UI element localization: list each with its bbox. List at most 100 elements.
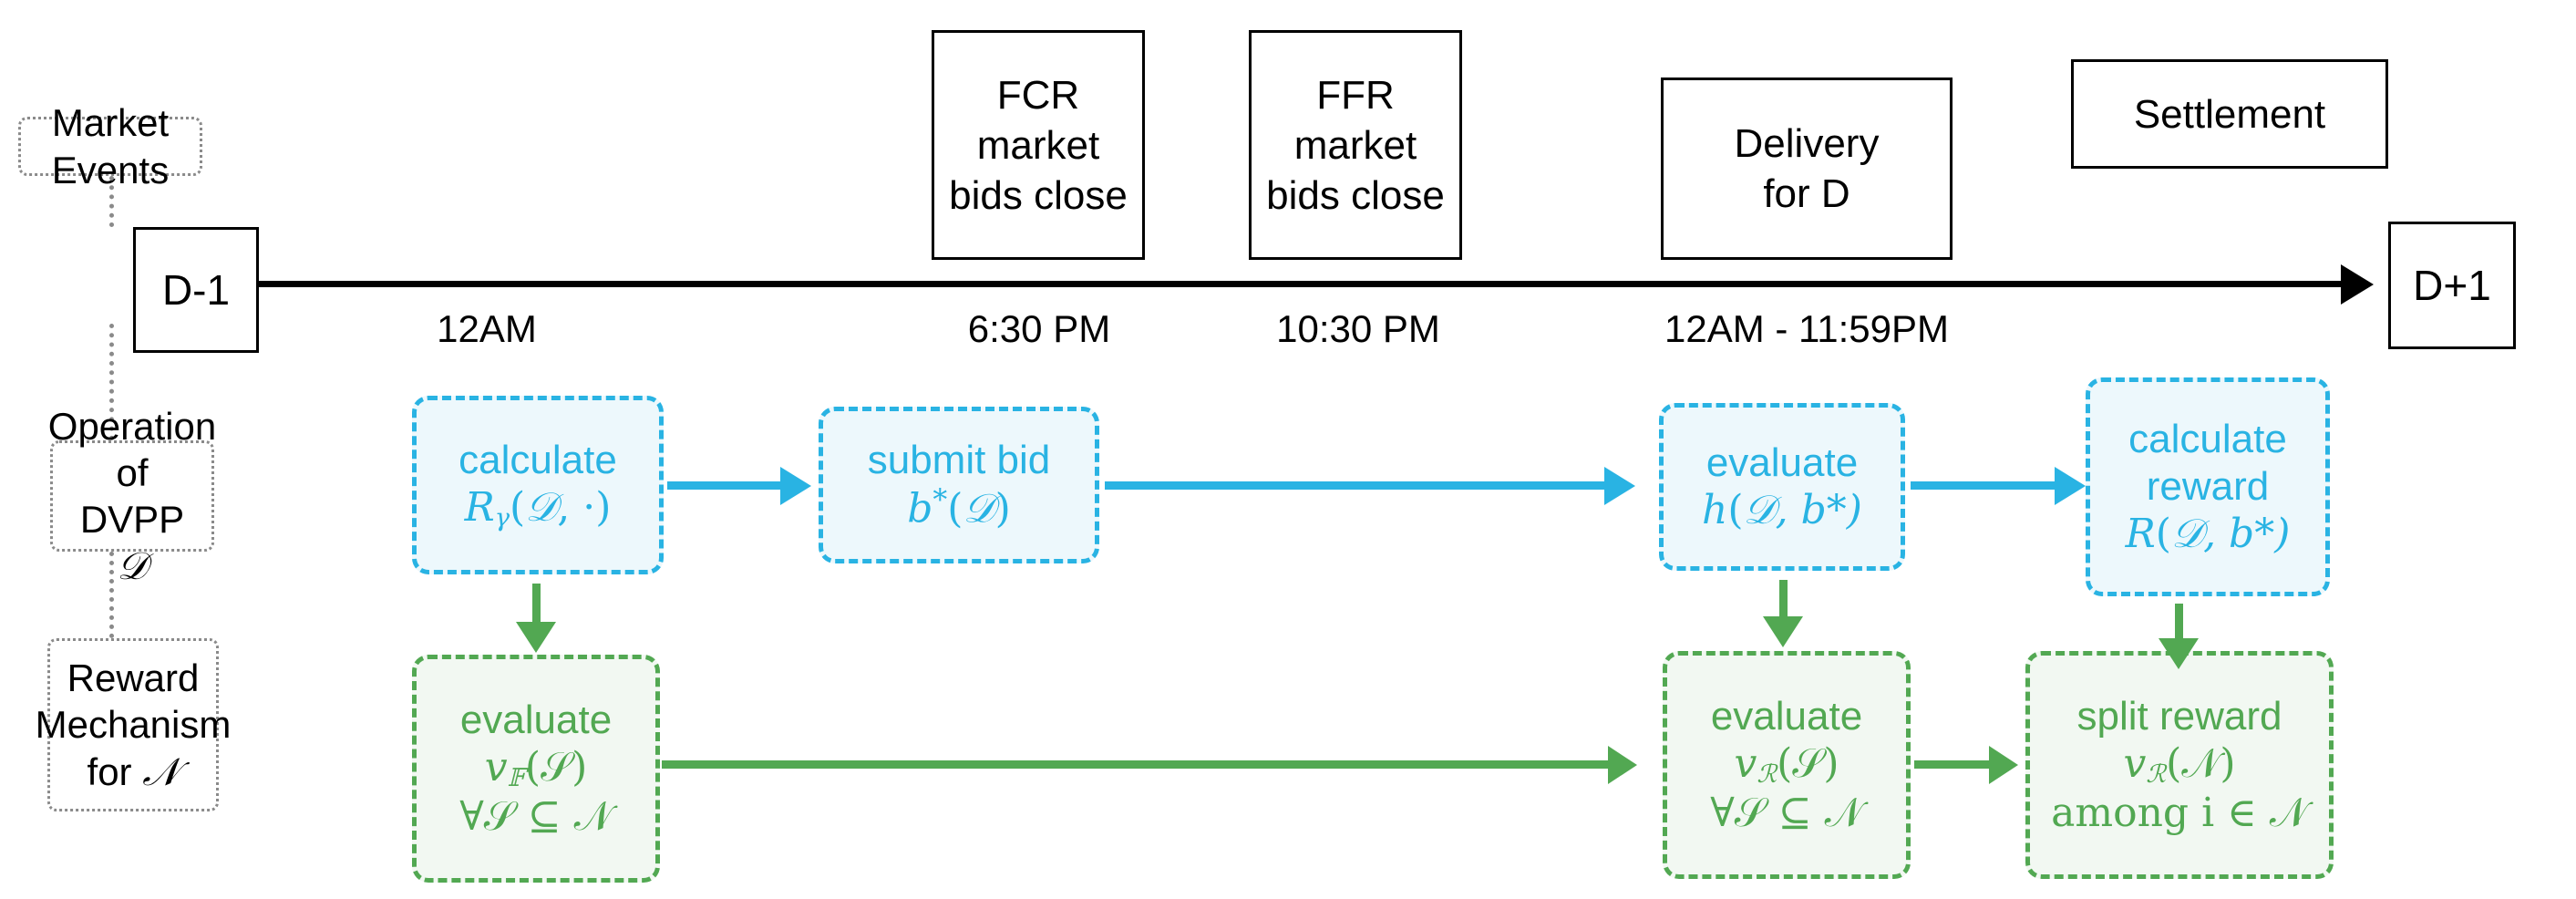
event-ffr-line2: market [1293, 122, 1417, 168]
node-submit-bid-label: submit bid [867, 438, 1051, 483]
event-ffr-line1: FFR [1316, 72, 1395, 118]
arrow-reward-to-split-reward [2175, 604, 2183, 640]
lane-label-reward-line2: Mechanism [35, 703, 232, 747]
node-split-reward-label: split reward [2076, 694, 2282, 739]
arrow-evaluate-to-reward [1911, 481, 2058, 490]
math-among: among i ∈ 𝒩 [2051, 790, 2308, 837]
node-calculate-reward-math: R(𝒟, b*) [2126, 511, 2291, 558]
math-paren-close: , ·) [557, 483, 612, 531]
dvpp-symbol: 𝒟 [117, 543, 148, 589]
node-evaluate-vF-math: v𝔽(𝒮) [485, 744, 588, 793]
event-box-settlement: Settlement [2071, 59, 2388, 169]
time-label-12am-text: 12AM [437, 307, 537, 350]
day-marker-start: D-1 [133, 227, 259, 353]
lane-label-operation-dvpp: Operation of DVPP 𝒟 [48, 405, 216, 589]
event-box-fcr: FCR market bids close [932, 30, 1145, 260]
math-v3: v [2123, 739, 2147, 787]
node-evaluate-h-math: h(𝒟, b*) [1702, 487, 1862, 534]
lane-label-reward-mechanism: Reward Mechanism for 𝒩 [36, 638, 231, 811]
math-gamma-sub: γ [494, 503, 510, 532]
math-paren-open-4: ( [2155, 510, 2171, 557]
arrow-evaluate-h-to-evaluate-vR-head [1763, 616, 1803, 647]
math-quantifier: ∀𝒮 ⊆ 𝒩 [459, 793, 613, 841]
math-v: v [484, 743, 508, 790]
arrow-reward-to-split-reward-head [2159, 638, 2199, 669]
time-label-12am: 12AM [368, 307, 605, 351]
node-evaluate-vR-quant: ∀𝒮 ⊆ 𝒩 [1710, 790, 1863, 837]
lane-connector-bottom [109, 552, 114, 638]
arrow-calculate-to-submit [667, 481, 784, 490]
node-evaluate-vF-label: evaluate [459, 698, 613, 742]
event-box-ffr: FFR market bids close [1249, 30, 1462, 260]
arrow-submit-to-evaluate [1105, 481, 1608, 490]
day-marker-end: D+1 [2388, 222, 2516, 349]
time-label-630pm-text: 6:30 PM [967, 307, 1111, 350]
node-submit-bid-math: b*(𝒟) [907, 484, 1010, 532]
day-marker-start-text: D-1 [161, 266, 231, 314]
math-R-sub-2: ℛ [2146, 760, 2167, 789]
arrow-vR-to-split-head [1989, 746, 2018, 784]
operation-prefix: of DVPP [79, 450, 185, 541]
event-fcr-line3: bids close [949, 172, 1128, 218]
math-paren-open-3: ( [1727, 487, 1744, 533]
math-rest-3: , b*) [1775, 487, 1862, 533]
arrow-calculate-to-evaluate-vF [532, 584, 541, 624]
node-split-reward-quant: among i ∈ 𝒩 [2051, 790, 2308, 837]
math-dvpp-symbol-4: 𝒟 [2170, 510, 2204, 557]
timeline-axis-arrowhead [2341, 264, 2374, 305]
math-paren-open: ( [510, 483, 526, 531]
node-split-reward[interactable]: split reward vℛ(𝒩) among i ∈ 𝒩 [2025, 651, 2334, 879]
math-R-sub: ℛ [1757, 760, 1777, 789]
node-calculate-rgamma-label: calculate [459, 437, 617, 482]
node-evaluate-h[interactable]: evaluate h(𝒟, b*) [1659, 403, 1905, 571]
coalition-symbol: 𝒩 [142, 749, 180, 794]
arrow-vF-to-vR [662, 760, 1612, 769]
reward-prefix: for [87, 749, 143, 793]
math-h: h [1702, 487, 1728, 533]
timeline-axis [259, 281, 2343, 287]
lane-connector-middle [109, 324, 114, 440]
math-F-sub: 𝔽 [507, 763, 525, 792]
math-arg-S: (𝒮) [524, 743, 588, 790]
arrow-submit-to-evaluate-head [1604, 467, 1635, 505]
node-calculate-reward[interactable]: calculate reward R(𝒟, b*) [2086, 377, 2330, 596]
node-evaluate-vR-label: evaluate [1710, 694, 1863, 739]
math-R2: R [2125, 510, 2156, 557]
lane-label-operation-line1: Operation [47, 404, 217, 448]
lane-label-market-events: Market Events [18, 101, 202, 191]
lane-label-reward-line3: for 𝒩 [88, 749, 180, 795]
math-dvpp-symbol-2: 𝒟 [963, 485, 995, 532]
node-submit-bid[interactable]: submit bid b*(𝒟) [819, 407, 1099, 563]
lane-label-reward-line1: Reward [67, 656, 200, 700]
math-dvpp-symbol-3: 𝒟 [1743, 487, 1776, 533]
arrow-calculate-to-submit-head [780, 467, 811, 505]
node-split-reward-math: vℛ(𝒩) [2123, 740, 2235, 790]
math-star: * [933, 484, 948, 518]
arrow-vR-to-split [1914, 760, 1993, 769]
math-dvpp-symbol: 𝒟 [525, 483, 558, 531]
node-calculate-rgamma[interactable]: calculate Rγ(𝒟, ·) [412, 396, 664, 574]
math-b: b [907, 485, 933, 532]
node-calculate-reward-label2: reward [2146, 464, 2270, 510]
event-ffr-line3: bids close [1266, 172, 1445, 218]
lane-label-market-events-text: Market Events [51, 101, 170, 191]
math-rest-4: , b*) [2203, 510, 2291, 557]
node-evaluate-vF[interactable]: evaluate v𝔽(𝒮) ∀𝒮 ⊆ 𝒩 [412, 655, 660, 883]
math-R: R [464, 483, 495, 531]
event-delivery-line1: Delivery [1734, 121, 1880, 166]
math-v2: v [1734, 739, 1757, 787]
lane-connector-top [109, 176, 114, 227]
math-arg-S2: (𝒮) [1777, 739, 1839, 787]
node-evaluate-vR[interactable]: evaluate vℛ(𝒮) ∀𝒮 ⊆ 𝒩 [1663, 651, 1911, 879]
event-box-delivery: Delivery for D [1661, 78, 1953, 260]
event-fcr-line1: FCR [996, 72, 1080, 118]
math-quantifier-2: ∀𝒮 ⊆ 𝒩 [1710, 790, 1863, 837]
lane-label-operation-line2: of DVPP 𝒟 [62, 450, 202, 590]
node-evaluate-vR-math: vℛ(𝒮) [1734, 740, 1839, 790]
event-fcr-line2: market [976, 122, 1100, 168]
math-paren-open-2: ( [947, 485, 963, 532]
node-evaluate-h-label: evaluate [1705, 440, 1859, 486]
day-marker-end-text: D+1 [2413, 262, 2491, 309]
node-evaluate-vF-quant: ∀𝒮 ⊆ 𝒩 [459, 793, 613, 841]
